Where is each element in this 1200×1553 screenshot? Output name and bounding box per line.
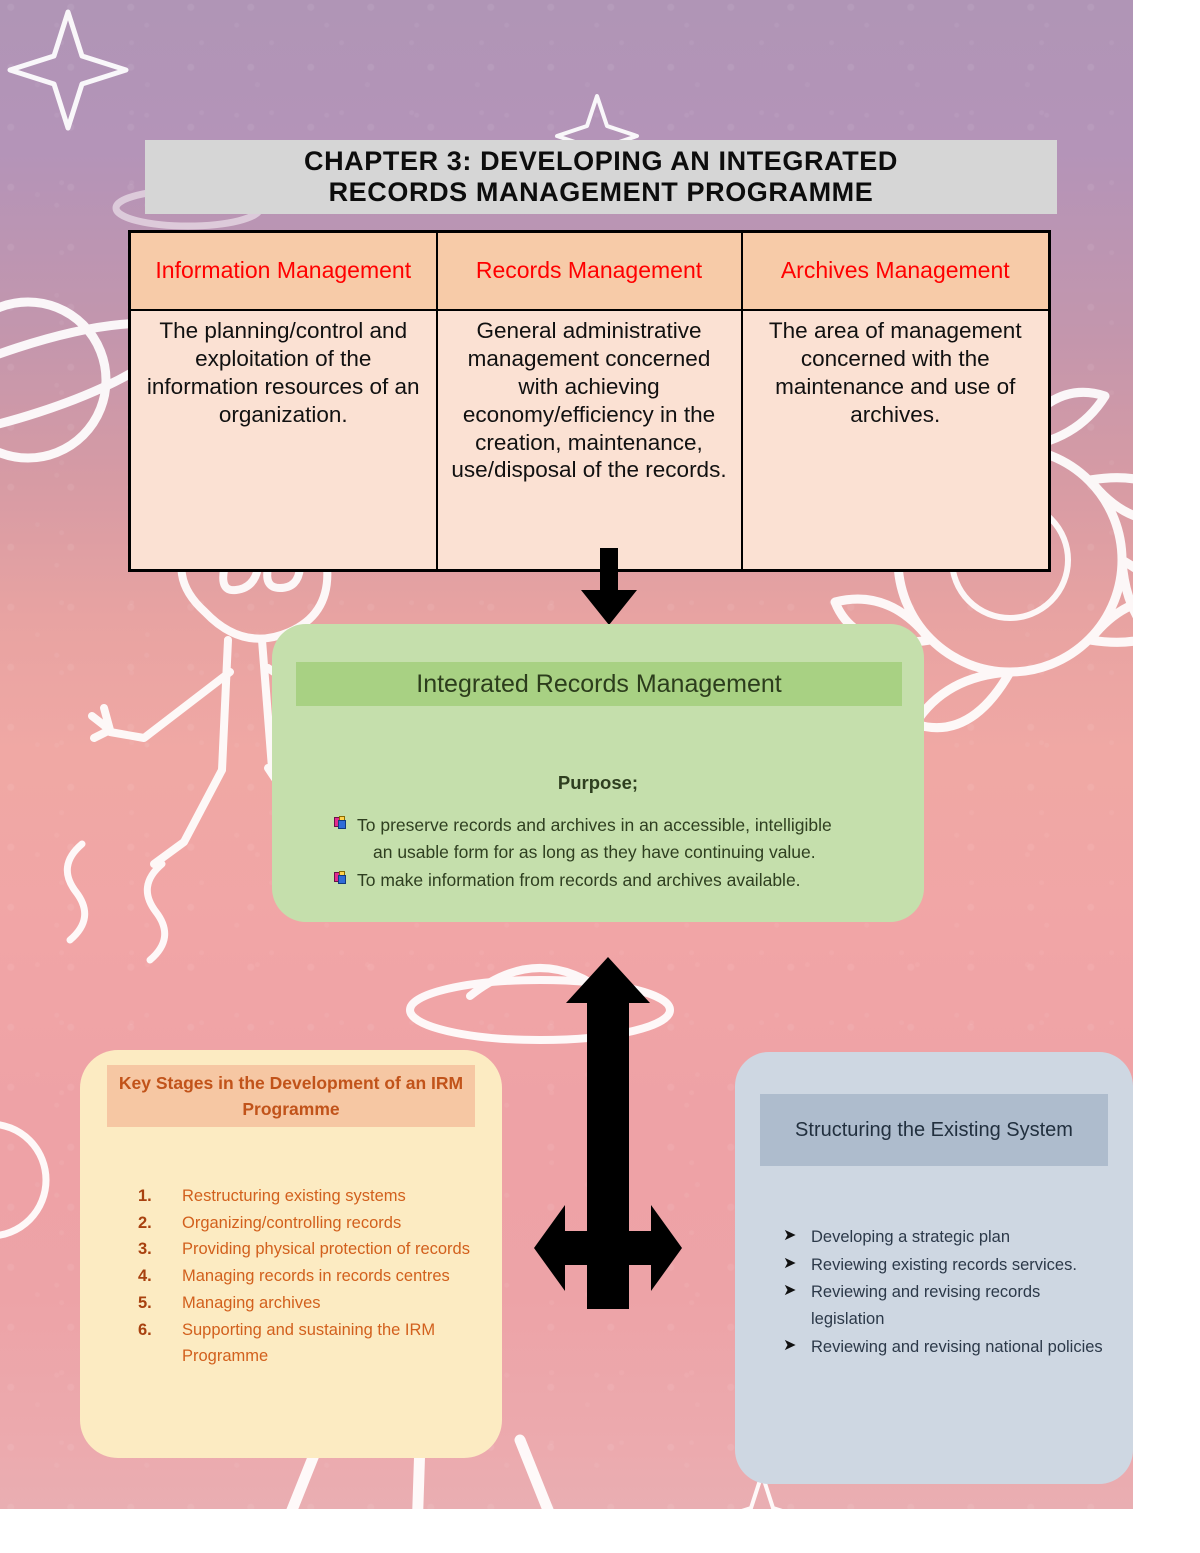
chevron-right-bullet-icon: ➤: [783, 1254, 797, 1272]
key-stages-list: 1. Restructuring existing systems 2. Org…: [128, 1183, 478, 1370]
list-item: ➤ Reviewing and revising records legisla…: [783, 1279, 1113, 1332]
key-stage-number: 5.: [138, 1293, 152, 1312]
irm-card-heading: Integrated Records Management: [296, 662, 902, 706]
list-item: 2. Organizing/controlling records: [128, 1210, 478, 1237]
structuring-item-text: Reviewing and revising national policies: [811, 1337, 1103, 1356]
page-title: CHAPTER 3: DEVELOPING AN INTEGRATED RECO…: [304, 146, 898, 208]
list-item: 6. Supporting and sustaining the IRM Pro…: [128, 1317, 478, 1370]
key-stages-heading: Key Stages in the Development of an IRM …: [107, 1065, 475, 1127]
structuring-item-text: Reviewing and revising records legislati…: [811, 1283, 1041, 1329]
structuring-item-text: Reviewing existing records services.: [811, 1255, 1077, 1274]
key-stage-text: Managing archives: [182, 1293, 321, 1312]
chevron-right-bullet-icon: ➤: [783, 1336, 797, 1354]
irm-item-line2: an usable form for as long as they have …: [373, 841, 816, 862]
page-title-line1: CHAPTER 3: DEVELOPING AN INTEGRATED: [303, 146, 899, 177]
chapter-title-banner: CHAPTER 3: DEVELOPING AN INTEGRATED RECO…: [145, 140, 1057, 214]
table-row: The planning/control and exploitation of…: [128, 309, 1051, 572]
key-stage-text: Supporting and sustaining the IRM Progra…: [182, 1320, 436, 1366]
irm-item-line1: To preserve records and archives in an a…: [357, 815, 832, 835]
list-item: 3. Providing physical protection of reco…: [128, 1236, 478, 1263]
books-bullet-icon: [334, 871, 348, 885]
list-item: 5. Managing archives: [128, 1290, 478, 1317]
irm-purpose-label: Purpose;: [557, 772, 639, 793]
page-title-line2: RECORDS MANAGEMENT PROGRAMME: [328, 177, 874, 207]
key-stages-card: Key Stages in the Development of an IRM …: [80, 1050, 502, 1458]
structuring-list: ➤ Developing a strategic plan ➤ Reviewin…: [783, 1224, 1113, 1362]
column-header-records-management: Records Management: [435, 230, 743, 311]
irm-item-text: To preserve records and archives in an a…: [357, 812, 894, 865]
list-item: 4. Managing records in records centres: [128, 1263, 478, 1290]
books-bullet-icon: [334, 816, 348, 830]
key-stage-number: 4.: [138, 1267, 152, 1286]
structuring-heading: Structuring the Existing System: [760, 1094, 1108, 1166]
key-stage-number: 6.: [138, 1320, 152, 1339]
key-stage-number: 1.: [138, 1187, 152, 1205]
key-stage-number: 2.: [138, 1213, 152, 1232]
cell-information-management-definition: The planning/control and exploitation of…: [128, 309, 438, 572]
list-item: ➤ Reviewing and revising national polici…: [783, 1334, 1113, 1361]
list-item: ➤ Reviewing existing records services.: [783, 1252, 1113, 1279]
irm-item-line1: To make information from records and arc…: [357, 870, 801, 891]
irm-item-text: To make information from records and arc…: [357, 867, 894, 894]
key-stage-number: 3.: [138, 1240, 152, 1259]
list-item: 1. Restructuring existing systems: [128, 1183, 478, 1210]
list-item: To preserve records and archives in an a…: [334, 812, 894, 865]
structuring-item-text: Developing a strategic plan: [811, 1228, 1011, 1246]
chevron-right-bullet-icon: ➤: [783, 1227, 797, 1244]
key-stage-text: Restructuring existing systems: [182, 1187, 406, 1205]
list-item: To make information from records and arc…: [334, 867, 894, 894]
structuring-existing-system-card: Structuring the Existing System ➤ Develo…: [735, 1052, 1133, 1484]
table-header-row: Information Management Records Managemen…: [128, 230, 1051, 311]
column-header-archives-management: Archives Management: [740, 230, 1051, 311]
cell-records-management-definition: General administrative management concer…: [435, 309, 743, 572]
irm-purpose-list: To preserve records and archives in an a…: [334, 812, 894, 896]
key-stage-text: Managing records in records centres: [182, 1267, 450, 1286]
list-item: ➤ Developing a strategic plan: [783, 1224, 1113, 1251]
column-header-information-management: Information Management: [128, 230, 438, 311]
definitions-table: Information Management Records Managemen…: [128, 230, 1051, 572]
integrated-records-management-card: Integrated Records Management Purpose; T…: [272, 624, 924, 922]
arrow-down-icon: [580, 548, 638, 631]
tri-directional-arrow-icon: [533, 957, 683, 1314]
key-stage-text: Providing physical protection of records: [182, 1240, 470, 1259]
chevron-right-bullet-icon: ➤: [783, 1282, 797, 1300]
cell-archives-management-definition: The area of management concerned with th…: [740, 309, 1051, 572]
key-stage-text: Organizing/controlling records: [182, 1213, 402, 1232]
